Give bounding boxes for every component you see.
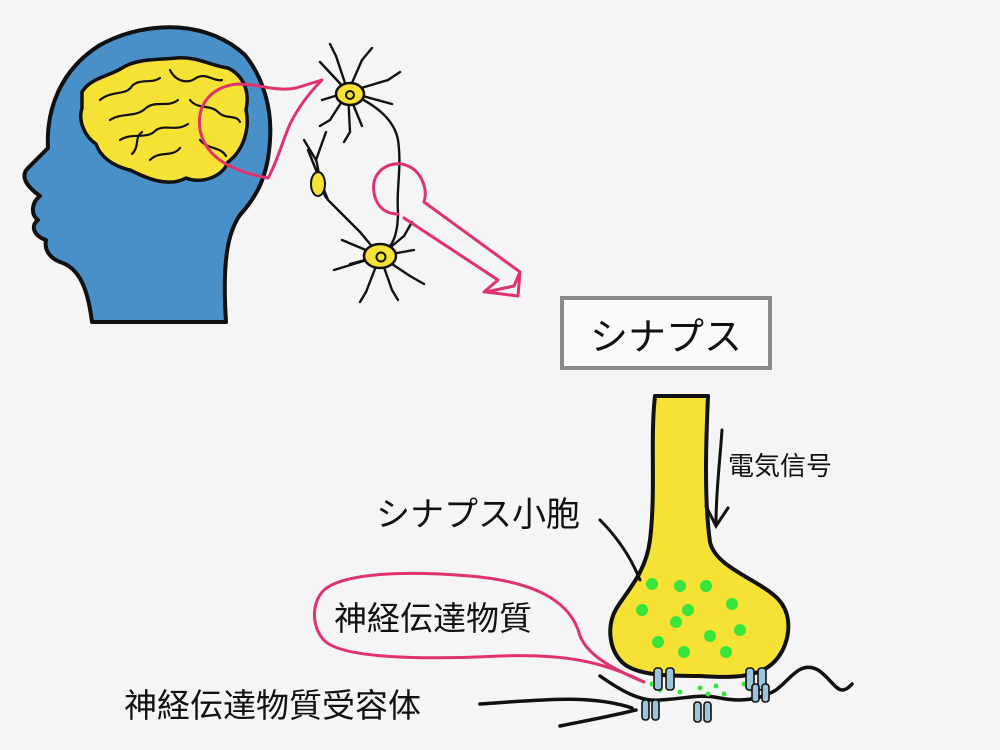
electric-signal-label: 電気信号 bbox=[728, 452, 833, 482]
postsynaptic-membrane bbox=[598, 665, 854, 702]
neuron-cell-body-bottom bbox=[362, 242, 398, 270]
neurotransmitter-callout bbox=[312, 571, 646, 684]
receptor-pointer-arrow bbox=[478, 697, 638, 728]
brain-zoom-callout bbox=[197, 78, 324, 180]
synapse-zoom-arrow bbox=[372, 162, 522, 298]
brain bbox=[79, 56, 249, 184]
receptors bbox=[641, 667, 770, 723]
synaptic-vesicles bbox=[636, 578, 746, 658]
neuron-cell-body-top bbox=[334, 81, 366, 107]
dendrite-swelling bbox=[310, 171, 326, 197]
electric-signal-arrow bbox=[704, 428, 730, 529]
vesicle-pointer-line bbox=[598, 518, 642, 582]
neurotransmitter-label: 神経伝達物質 bbox=[334, 599, 532, 638]
synaptic-terminal bbox=[608, 394, 791, 679]
synaptic-vesicle-label: シナプス小胞 bbox=[376, 495, 580, 535]
receptor-label: 神経伝達物質受容体 bbox=[124, 686, 421, 725]
synapse-title-box: シナプス bbox=[560, 296, 772, 370]
